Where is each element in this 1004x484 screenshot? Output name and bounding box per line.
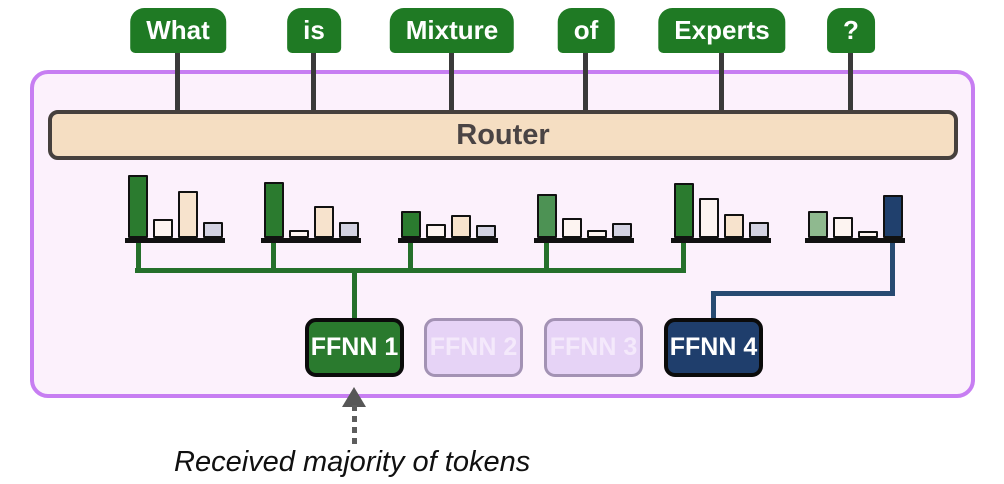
token-line-what [175,50,180,112]
router-bar: Router [48,110,958,160]
prob-bar-green2 [536,194,557,238]
prob-bar-peach [313,206,334,238]
prob-bar-sage [807,211,828,238]
prob-bar-white [698,198,719,238]
prob-chart-of [534,170,634,243]
prob-bar-white [425,224,446,238]
expert-ffnn-3: FFNN 3 [544,318,643,377]
token-line-of [583,50,588,112]
prob-bar-peach [723,214,744,238]
token-line-mixture [449,50,454,112]
up-arrow-icon [342,387,366,407]
prob-bar-white [288,230,309,238]
prob-chart-question [805,170,905,243]
navy-drop-to-ffnn4 [711,291,716,320]
prob-bar-lavender [202,222,223,238]
prob-chart-is [261,170,361,243]
prob-bar-green [400,211,421,238]
prob-bar-green [127,175,148,238]
green-stub-3 [407,243,413,273]
navy-stub [890,243,895,296]
dotted-arrow-line [352,405,357,445]
prob-bar-white [586,230,607,238]
prob-bar-white [561,218,582,238]
token-is: is [287,8,341,53]
expert-ffnn-4: FFNN 4 [664,318,763,377]
green-stub-4 [543,243,549,273]
prob-bar-navy [882,195,903,238]
green-drop-to-ffnn1 [352,268,357,320]
token-of: of [557,8,615,53]
green-stub-5 [680,243,686,273]
prob-bar-lavender [475,225,496,238]
prob-chart-what [125,170,225,243]
navy-bus-line [711,291,895,296]
prob-bar-lavender [611,223,632,238]
expert-ffnn-2: FFNN 2 [424,318,523,377]
prob-chart-experts [671,170,771,243]
green-bus-line [135,268,686,273]
prob-bar-peach [450,215,471,238]
token-mixture: Mixture [389,8,515,53]
prob-chart-mixture [398,170,498,243]
green-stub-2 [270,243,276,273]
expert-ffnn-1: FFNN 1 [305,318,404,377]
prob-bar-white [832,217,853,238]
annotation-caption: Received majority of tokens [174,446,531,478]
token-line-experts [719,50,724,112]
prob-bar-lavender [748,222,769,238]
token-what: What [130,8,226,53]
prob-bar-green [263,182,284,238]
prob-bar-green [673,183,694,238]
prob-bar-white [152,219,173,238]
token-line-is [311,50,316,112]
token-experts: Experts [658,8,786,53]
token-line-question [848,50,853,112]
prob-bar-white [857,231,878,238]
green-stub-1 [135,243,141,273]
prob-bar-peach [177,191,198,238]
token-question-mark: ? [827,8,875,53]
prob-bar-lavender [338,222,359,238]
